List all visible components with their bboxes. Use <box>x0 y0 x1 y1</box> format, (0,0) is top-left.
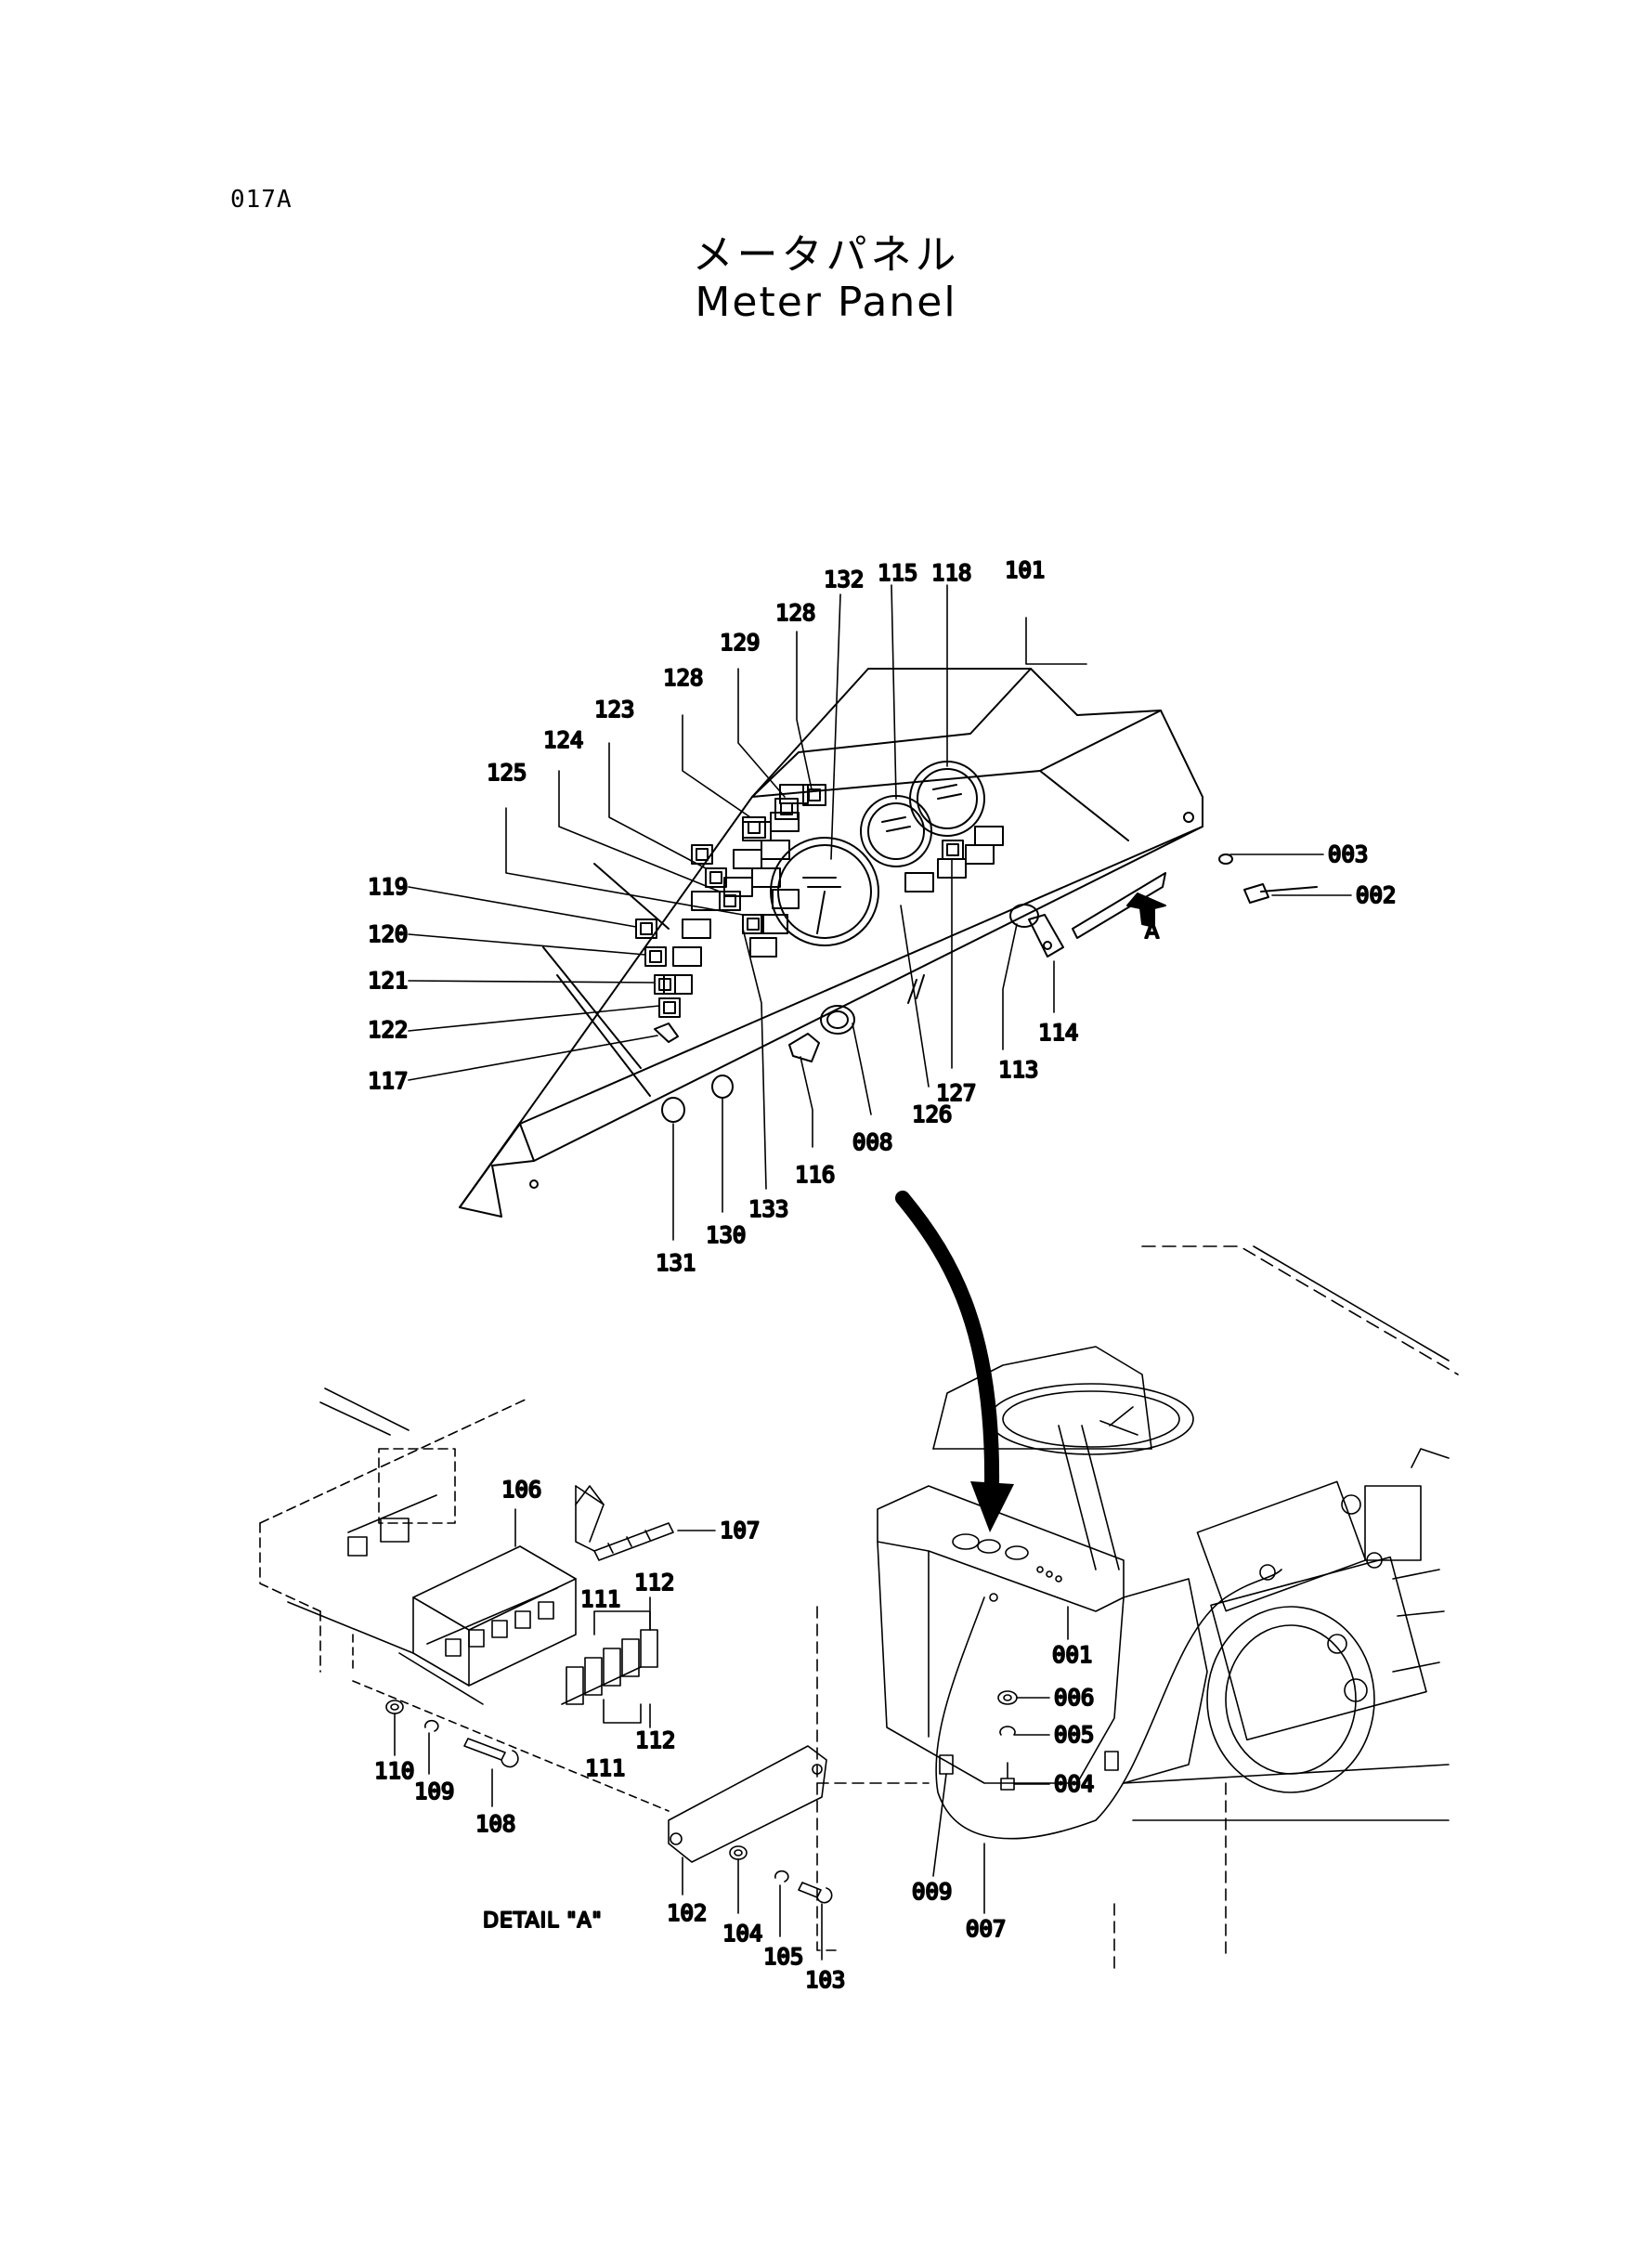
callout-132: 132 <box>824 567 864 593</box>
lower-right-callouts: 001 006 005 004 009 007 <box>911 1641 1095 1943</box>
callout-007: 007 <box>966 1916 1006 1942</box>
callout-112: 112 <box>634 1570 674 1596</box>
knob-116 <box>788 1033 820 1062</box>
meter-panel-housing <box>459 668 1203 1218</box>
callout-126: 126 <box>912 1101 952 1127</box>
callout-104: 104 <box>722 1921 762 1947</box>
detail-a-assembly <box>259 1388 833 1904</box>
callout-111: 111 <box>580 1586 620 1612</box>
gauges <box>770 761 985 946</box>
callout-116: 116 <box>795 1162 835 1188</box>
callout-106: 106 <box>501 1477 541 1503</box>
callout-131: 131 <box>656 1250 696 1276</box>
callout-129: 129 <box>720 630 760 656</box>
callout-109: 109 <box>414 1778 454 1804</box>
detail-a-label: DETAIL "A" <box>483 1909 603 1933</box>
view-a-arrow <box>1126 892 1166 928</box>
callout-105: 105 <box>763 1944 803 1970</box>
callout-130: 130 <box>706 1222 746 1248</box>
plug-008 <box>820 1005 855 1035</box>
callout-009: 009 <box>912 1879 952 1905</box>
callout-118: 118 <box>931 560 971 586</box>
panel-switches <box>635 784 964 1018</box>
machine-overview <box>816 1245 1459 1970</box>
callout-128: 128 <box>775 600 815 626</box>
lamp-117 <box>654 1023 679 1043</box>
callout-003: 003 <box>1328 841 1368 867</box>
callout-119: 119 <box>368 874 408 900</box>
callout-107: 107 <box>720 1518 760 1544</box>
callout-117: 117 <box>368 1068 408 1094</box>
title-english: Meter Panel <box>695 279 957 326</box>
upper-callouts: 101 132 115 118 128 129 128 123 124 125 … <box>367 556 1397 1277</box>
lower-right-leader-lines <box>932 1606 1069 1914</box>
key-switch <box>1009 904 1064 958</box>
callout-008: 008 <box>852 1129 892 1155</box>
location-arrow <box>895 1191 1000 1493</box>
plug-131 <box>661 1097 685 1123</box>
callout-103: 103 <box>805 1967 845 1993</box>
callout-123: 123 <box>594 697 634 723</box>
cover-opening <box>1072 872 1166 939</box>
callout-005: 005 <box>1054 1722 1094 1748</box>
callout-114: 114 <box>1038 1020 1078 1046</box>
callout-004: 004 <box>1054 1771 1094 1797</box>
callout-002: 002 <box>1356 882 1396 908</box>
callout-128: 128 <box>663 665 703 691</box>
view-label-a: A <box>1145 920 1160 944</box>
lower-left-callouts: 106 107 111 112 112 111 110 109 108 102 … <box>373 1476 846 1994</box>
callout-108: 108 <box>475 1811 515 1837</box>
callout-111: 111 <box>585 1755 625 1781</box>
callout-125: 125 <box>487 760 527 786</box>
callout-120: 120 <box>368 921 408 947</box>
plug-130 <box>711 1075 734 1099</box>
title-japanese: メータパネル <box>692 231 960 279</box>
callout-115: 115 <box>878 560 917 586</box>
callout-122: 122 <box>368 1017 408 1043</box>
screw-002 <box>1243 883 1318 904</box>
callout-102: 102 <box>667 1900 707 1926</box>
lower-left-leader-lines <box>352 1485 823 1961</box>
callout-001: 001 <box>1052 1642 1092 1668</box>
callout-112: 112 <box>635 1727 675 1753</box>
callout-133: 133 <box>748 1196 788 1222</box>
callout-113: 113 <box>998 1057 1038 1083</box>
callout-110: 110 <box>374 1758 414 1784</box>
callout-101: 101 <box>1005 557 1045 583</box>
upper-leader-lines <box>408 584 1352 1241</box>
callout-006: 006 <box>1054 1685 1094 1711</box>
callout-124: 124 <box>543 727 583 753</box>
page-code: 017A <box>230 186 293 214</box>
callout-121: 121 <box>368 968 408 994</box>
callout-127: 127 <box>936 1080 976 1106</box>
washer-003 <box>1218 853 1233 865</box>
